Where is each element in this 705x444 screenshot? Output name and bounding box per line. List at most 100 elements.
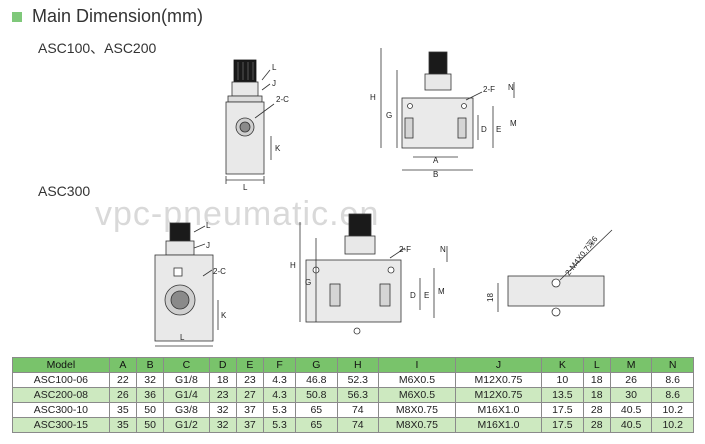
table-cell: 65 (295, 417, 338, 433)
table-cell: 50.8 (295, 387, 338, 403)
table-cell: 8.6 (651, 372, 694, 388)
table-cell: ASC100-06 (12, 372, 110, 388)
col-header: H (336, 357, 380, 373)
table-cell: 35 (108, 402, 138, 418)
drawing4-label-g: G (305, 278, 311, 287)
table-cell: 8.6 (651, 387, 694, 403)
drawing-asc100-side-view (225, 59, 275, 184)
table-cell: M8X0.75 (378, 417, 456, 433)
table-cell: 36 (136, 387, 165, 403)
table-header-row: Model A B C D E F G H I J K L M N (12, 357, 694, 373)
col-header: F (263, 357, 297, 373)
table-cell: 37 (235, 402, 265, 418)
table-cell: M8X0.75 (378, 402, 456, 418)
col-header: D (208, 357, 237, 373)
col-header: G (295, 357, 338, 373)
table-row: ASC100-06 22 32 G1/8 18 23 4.3 46.8 52.3… (12, 372, 694, 388)
table-cell: 52.3 (336, 372, 380, 388)
col-header: C (163, 357, 210, 373)
col-header: M (609, 357, 653, 373)
table-cell: 4.3 (263, 387, 297, 403)
drawing5-label-18: 18 (486, 293, 495, 302)
table-cell: 18 (582, 387, 611, 403)
table-cell: 17.5 (541, 417, 584, 433)
series-label-asc100-asc200: ASC100、ASC200 (38, 40, 157, 56)
drawing3-label-j: J (206, 241, 210, 250)
drawing3-label-2c: 2-C (213, 267, 226, 276)
table-cell: ASC300-15 (12, 417, 110, 433)
col-header: B (136, 357, 165, 373)
col-header: L (582, 357, 611, 373)
table-cell: 32 (208, 417, 237, 433)
table-cell: 10 (541, 372, 584, 388)
table-cell: 28 (582, 417, 611, 433)
table-cell: M12X0.75 (454, 387, 543, 403)
col-header: I (378, 357, 456, 373)
table-cell: M6X0.5 (378, 387, 456, 403)
table-cell: G1/2 (163, 417, 210, 433)
col-header: N (651, 357, 694, 373)
table-cell: 56.3 (336, 387, 380, 403)
drawing4-label-m: M (438, 287, 445, 296)
table-cell: 10.2 (651, 402, 694, 418)
drawing2-label-b: B (433, 170, 438, 179)
table-cell: M6X0.5 (378, 372, 456, 388)
drawing5-hole-note: 2-M4X0.7深6 (563, 234, 599, 277)
table-cell: M12X0.75 (454, 372, 543, 388)
table-cell: 35 (108, 417, 138, 433)
table-cell: 10.2 (651, 417, 694, 433)
drawing4-label-2f: 2-F (399, 245, 411, 254)
drawing1-label-2c: 2-C (276, 95, 289, 104)
table-cell: 26 (609, 372, 653, 388)
drawing4-label-e: E (424, 291, 429, 300)
drawing1-label-l: L (272, 63, 277, 72)
drawing1-label-k: K (275, 144, 281, 153)
drawing2-label-m: M (510, 119, 517, 128)
table-row: ASC200-08 26 36 G1/4 23 27 4.3 50.8 56.3… (12, 387, 694, 403)
drawing1-label-j: J (272, 79, 276, 88)
title-row: Main Dimension(mm) (12, 6, 203, 27)
title-bullet-icon (12, 11, 22, 22)
col-header: J (454, 357, 543, 373)
drawing-asc300-bottom-view (497, 229, 613, 317)
table-cell: 28 (582, 402, 611, 418)
table-cell: M16X1.0 (454, 402, 543, 418)
drawing-asc300-front-view (299, 213, 448, 335)
drawing4-label-n: N (440, 245, 446, 254)
table-cell: 5.3 (263, 402, 297, 418)
table-cell: 18 (208, 372, 237, 388)
table-cell: 65 (295, 402, 338, 418)
drawing2-label-g: G (386, 111, 392, 120)
drawing2-label-d: D (481, 125, 487, 134)
drawing1-label-l-bottom: L (243, 183, 248, 192)
table-cell: 23 (208, 387, 237, 403)
table-cell: 74 (336, 417, 380, 433)
col-header: K (541, 357, 584, 373)
table-cell: 32 (208, 402, 237, 418)
table-row: ASC300-15 35 50 G1/2 32 37 5.3 65 74 M8X… (12, 417, 694, 433)
col-header: A (108, 357, 138, 373)
table-cell: 5.3 (263, 417, 297, 433)
watermark: vpc-pneumatic.en (95, 195, 380, 233)
table-cell: G1/4 (163, 387, 210, 403)
table-cell: 13.5 (541, 387, 584, 403)
table-cell: 40.5 (609, 417, 653, 433)
table-cell: 23 (235, 372, 265, 388)
drawing-asc300-side-view (154, 222, 219, 347)
table-cell: M16X1.0 (454, 417, 543, 433)
table-cell: 4.3 (263, 372, 297, 388)
drawing2-label-a: A (433, 156, 439, 165)
drawing3-label-l-bottom: L (180, 333, 185, 342)
drawing2-label-n: N (508, 83, 514, 92)
dimension-table: Model A B C D E F G H I J K L M N ASC100… (12, 357, 694, 433)
table-cell: 50 (136, 417, 165, 433)
series-label-asc300: ASC300 (38, 183, 91, 199)
table-cell: 30 (609, 387, 653, 403)
table-cell: ASC300-10 (12, 402, 110, 418)
table-cell: 27 (235, 387, 265, 403)
table-cell: 22 (108, 372, 138, 388)
page-title: Main Dimension(mm) (32, 6, 204, 26)
drawing-asc100-front-view (380, 48, 515, 171)
table-cell: 74 (336, 402, 380, 418)
